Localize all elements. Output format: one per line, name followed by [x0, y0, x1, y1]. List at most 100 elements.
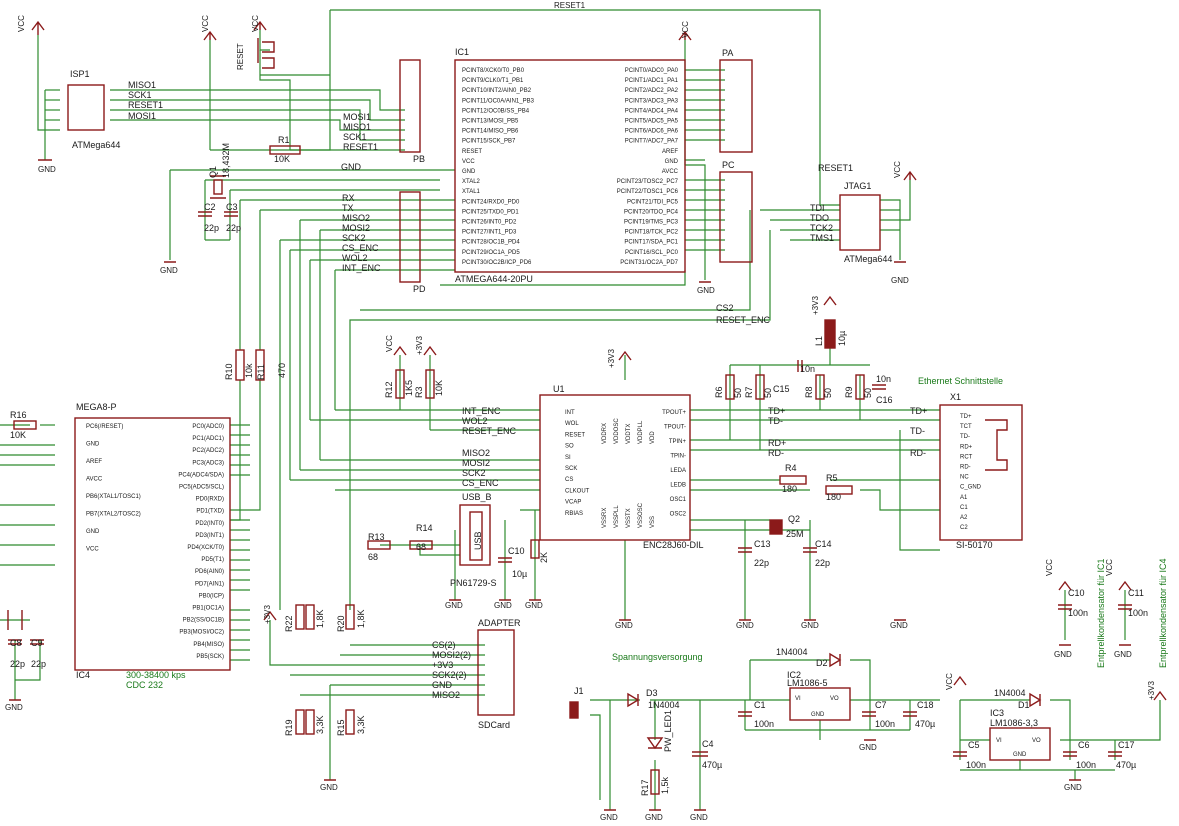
r12-value: 1K5: [404, 380, 414, 396]
net-sck1: SCK1: [128, 90, 152, 100]
r1-name: R1: [278, 135, 290, 145]
net-sck2: SCK2: [462, 468, 486, 478]
c18-name: C18: [917, 700, 934, 710]
d1-name: D1: [1018, 700, 1030, 710]
decoupling-ic1-note: Entprellkondensator für IC1: [1096, 558, 1106, 668]
ic4-right-pin-8: PD2(INT0): [195, 521, 224, 527]
c14-value: 22p: [815, 558, 830, 568]
c10-value: 10µ: [512, 569, 527, 579]
plus3v3-label: +3V3: [415, 336, 424, 355]
r-2k-value: 2K: [539, 552, 549, 563]
ic4-value: MEGA8-P: [76, 402, 117, 412]
ic1-right-pin-7: PCINT7/ADC7_PA7: [625, 139, 679, 145]
c3-name: C3: [226, 202, 238, 212]
net-reset-enc: RESET_ENC: [462, 426, 517, 436]
power-symbols: [9, 20, 1167, 811]
net-reset1-top: RESET1: [554, 1, 586, 10]
ic1-right-pin-18: PCINT16/SCL_PC0: [625, 250, 679, 256]
ic1-left-pin-1: PCINT9/CLK0/T1_PB1: [462, 78, 524, 84]
u1-top-pin-0: VDDRX: [602, 423, 608, 444]
c3-value: 22p: [226, 223, 241, 233]
ic1-left-pin-15: PCINT26/INT0_PD2: [462, 220, 517, 226]
ic1-name: IC1: [455, 47, 469, 57]
ic1-left-pin-16: PCINT27/INT1_PD3: [462, 230, 517, 236]
ic4-right-pin-9: PD3(INT1): [195, 533, 224, 539]
cdc-note: CDC 232: [126, 680, 163, 690]
ic2-vo: VO: [830, 696, 839, 702]
ic2-gnd: GND: [811, 712, 825, 718]
u1-right-pin-4: LEDA: [670, 468, 686, 474]
x1-pin-1: TCT: [960, 424, 972, 430]
ic4-right-pin-13: PD7(AIN1): [195, 581, 224, 587]
c17-name: C17: [1118, 740, 1135, 750]
baud-note: 300-38400 kps: [126, 670, 186, 680]
ic1-right-pin-9: GND: [665, 159, 679, 165]
gnd-label: GND: [891, 276, 909, 285]
ic4-left-pin-7: VCC: [86, 547, 99, 553]
c9-value: 22p: [31, 659, 46, 669]
ic1-right-pin-17: PCINT17/SDA_PC1: [624, 240, 678, 246]
r10-value: 10k: [244, 363, 254, 378]
net-reset1: RESET1: [128, 100, 163, 110]
q2-name: Q2: [788, 514, 800, 524]
ic4-right-pin-6: PD0(RXD): [196, 497, 224, 503]
ic1-right-pin-6: PCINT6/ADC6_PA6: [625, 129, 679, 135]
ic1-left-pins: PCINT8/XCK0/T0_PB0PCINT9/CLK0/T1_PB1PCIN…: [462, 68, 535, 266]
ic2-name: IC2: [787, 670, 801, 680]
u1-left-pin-7: CLKOUT: [565, 488, 590, 494]
c16-name: C16: [876, 395, 893, 405]
net-wol2: WOL2: [342, 253, 368, 263]
c5-name: C5: [968, 740, 980, 750]
j1-name: J1: [574, 686, 584, 696]
ic1-left-pin-6: PCINT14/MISO_PB6: [462, 129, 519, 135]
l1-name: L1: [814, 336, 824, 346]
r19-value: 3,3K: [315, 715, 325, 734]
r4-value: 180: [782, 484, 797, 494]
ic3-name: IC3: [990, 708, 1004, 718]
c1-name: C1: [754, 700, 766, 710]
r13-value: 68: [368, 552, 378, 562]
net-reset-enc: RESET_ENC: [716, 315, 771, 325]
pd-label: PD: [413, 284, 426, 294]
net-rx: RX: [342, 193, 355, 203]
ic4-left-pin-0: PC6(/RESET): [86, 424, 123, 430]
r15-value: 3,3K: [356, 715, 366, 734]
net-rd-plus: RD+: [768, 438, 786, 448]
c8-value: 22p: [10, 659, 25, 669]
u1-right-pin-1: TPOUT-: [664, 425, 686, 431]
r17-value: 1,5k: [660, 776, 670, 794]
c1-value: 100n: [754, 719, 774, 729]
x1-pin-10: A2: [960, 515, 968, 521]
c14-name: C14: [815, 539, 832, 549]
plus3v3-label: +3V3: [263, 605, 272, 624]
r14-value: 68: [416, 542, 426, 552]
r12-name: R12: [384, 381, 394, 398]
ic1-right-pin-19: PCINT31/OC2A_PD7: [620, 260, 678, 266]
ic4-left-pin-3: AVCC: [86, 477, 103, 483]
u1-name: U1: [553, 384, 565, 394]
ic4-right-pin-16: PB2(SS/OC1B): [183, 618, 224, 624]
jtag1-value: ATMega644: [844, 254, 892, 264]
usb-b-name: USB_B: [462, 492, 492, 502]
c13-name: C13: [754, 539, 771, 549]
pc-label: PC: [722, 160, 735, 170]
d3-name: D3: [646, 688, 658, 698]
u1-bot-pin-1: VSSPLL: [614, 505, 620, 528]
ic1-left-pin-5: PCINT13/MOSI_PB5: [462, 119, 519, 125]
ic1-left-pin-11: XTAL2: [462, 179, 481, 185]
net-cs-enc: CS_ENC: [462, 478, 499, 488]
net-miso2: MISO2: [342, 213, 370, 223]
ic1-left-pin-0: PCINT8/XCK0/T0_PB0: [462, 68, 525, 74]
net-sck1: SCK1: [343, 132, 367, 142]
gnd-label: GND: [38, 165, 56, 174]
r4-name: R4: [785, 463, 797, 473]
x1-pin-11: C2: [960, 525, 968, 531]
c2-value: 22p: [204, 223, 219, 233]
q1-value: 18,432M: [221, 143, 231, 178]
ic4-right-pin-19: PB5(SCK): [196, 654, 224, 660]
u1-left-pin-4: SI: [565, 455, 571, 461]
r8-value: 50: [823, 388, 833, 398]
adapter-net-0: CS(2): [432, 640, 456, 650]
